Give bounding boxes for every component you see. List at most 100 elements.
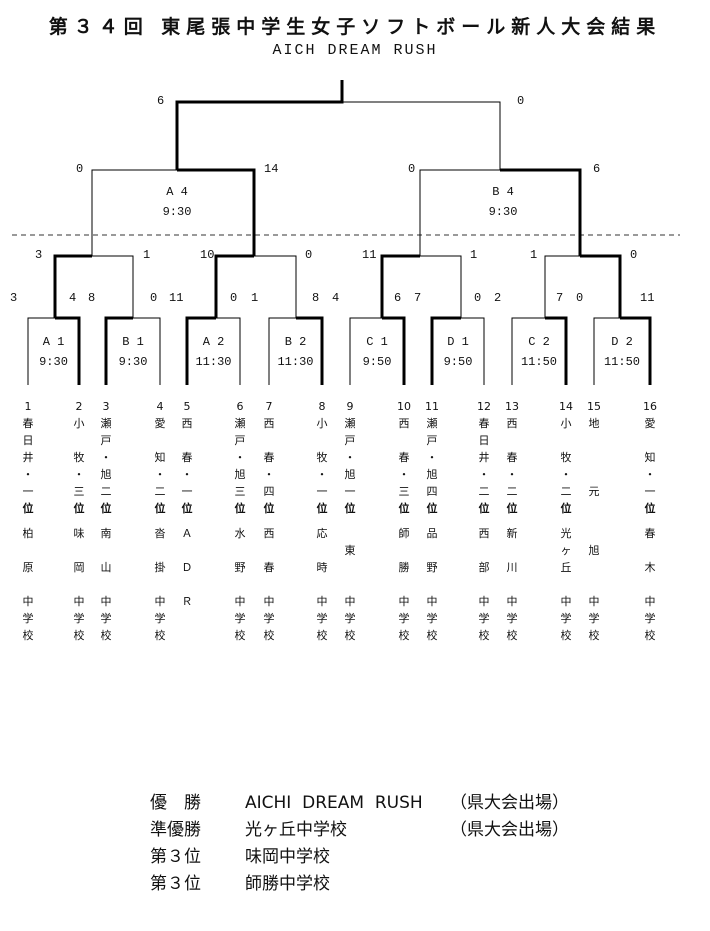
r1-match-label-3: A 2 11:30 — [195, 335, 232, 369]
team-school-char: 中 — [100, 595, 112, 608]
team-school-char: 川 — [506, 561, 518, 574]
team-city-char: 井 — [22, 451, 34, 464]
team-school-char: 応 — [316, 527, 328, 540]
team-city-char: 春 — [181, 451, 193, 464]
team-school-char — [229, 542, 251, 559]
team-city-char: 一 — [316, 485, 328, 498]
team-city-char: 四 — [426, 485, 438, 498]
team-school-char — [258, 542, 280, 559]
result-note: （県大会出場） — [450, 820, 569, 840]
team-city-char: 瀬 — [234, 417, 246, 430]
team-school-char — [421, 576, 443, 593]
team-school-char: 学 — [22, 612, 34, 625]
team-city-char: 二 — [560, 485, 572, 498]
team-city-char: 二 — [154, 485, 166, 498]
r1-left-score-7: 2 — [494, 291, 502, 305]
team-school-char — [17, 542, 39, 559]
team-school-char: 学 — [100, 612, 112, 625]
team-city-char: 春 — [478, 417, 490, 430]
semi-right-win — [500, 168, 582, 256]
r1-right-score-8: 11 — [640, 291, 655, 305]
semi1-label: A 4 9:30 — [162, 185, 192, 219]
semi1-left-score: 0 — [76, 162, 84, 176]
team-school-char: 沓 — [154, 527, 166, 540]
page-title: 第３４回 東尾張中学生女子ソフトボール新人大会結果 — [48, 16, 662, 38]
team-city-char: 二 — [100, 485, 112, 498]
final-right-line — [342, 101, 501, 170]
semi2-right-score: 6 — [593, 162, 601, 176]
result-team: 師勝中学校 — [245, 874, 330, 894]
team-city-char — [583, 466, 605, 483]
result-place: 第３位 — [150, 874, 201, 894]
result-row: 準優勝光ヶ丘中学校（県大会出場） — [150, 817, 569, 844]
r2-left-score-3: 11 — [362, 248, 377, 262]
team-school-char — [95, 542, 117, 559]
r2-1-line — [54, 255, 134, 318]
team-school-char: 丘 — [560, 561, 572, 574]
team-city-char — [311, 432, 333, 449]
team-school-char — [583, 559, 605, 576]
team-school-char: 校 — [154, 629, 166, 642]
team-city-char — [393, 432, 415, 449]
team-school-char: 校 — [560, 629, 572, 642]
team-city-char: 日 — [22, 434, 34, 447]
team-city-char: ・ — [234, 451, 246, 464]
r2-1-win — [53, 254, 92, 318]
team-school-char: 部 — [478, 561, 490, 574]
team-school-char — [95, 576, 117, 593]
team-city-char: 旭 — [426, 468, 438, 481]
team-number: 5 — [183, 400, 191, 413]
team-school-char: 学 — [154, 612, 166, 625]
r1-right-score-3: 0 — [230, 291, 238, 305]
team-city-char: 春 — [398, 451, 410, 464]
r1-match-label-1: A 1 9:30 — [39, 335, 68, 369]
team-school-char: 校 — [316, 629, 328, 642]
team-number: 13 — [505, 400, 519, 413]
team-school-char: 味 — [73, 527, 85, 540]
team-school-char: 校 — [478, 629, 490, 642]
r1-match-label-6: D 1 9:50 — [443, 335, 473, 369]
team-school-char — [229, 576, 251, 593]
team-school-char: 校 — [100, 629, 112, 642]
r1-match-label-7: C 2 11:50 — [520, 335, 557, 369]
team-school-char: 学 — [234, 612, 246, 625]
team-rank: 位 — [181, 502, 193, 515]
r1-win-5 — [382, 316, 406, 385]
team-school-char — [311, 542, 333, 559]
team-rank: 位 — [73, 502, 85, 515]
team-city-char: 春 — [263, 451, 275, 464]
team-city-char: 牧 — [73, 451, 85, 464]
team-city-char: 一 — [181, 485, 193, 498]
team-school-char — [339, 576, 361, 593]
team-city-char — [258, 432, 280, 449]
team-number: 3 — [102, 400, 110, 413]
team-school-char: 光 — [560, 527, 572, 540]
r2-left-score-1: 3 — [35, 248, 43, 262]
team-city-char — [68, 432, 90, 449]
result-place: 第３位 — [150, 847, 201, 867]
r2-right-score-1: 1 — [143, 248, 151, 262]
team-number: 15 — [587, 400, 601, 413]
team-school-char — [176, 610, 198, 627]
result-row: 第３位 師勝中学校 — [150, 871, 569, 898]
team-school-char: 中 — [560, 595, 572, 608]
team-city-char — [555, 432, 577, 449]
team-number: 9 — [346, 400, 354, 413]
r1-win-6 — [430, 316, 461, 385]
team-school-char — [176, 627, 198, 644]
team-number: 11 — [425, 400, 439, 413]
team-school-char: 中 — [644, 595, 656, 608]
team-city-char: 四 — [263, 485, 275, 498]
team-school-char: Ｒ — [181, 595, 193, 608]
team-rank: 位 — [234, 502, 246, 515]
team-city-char: 地 — [588, 417, 600, 430]
final-top-line — [175, 80, 344, 170]
team-city-char: ・ — [398, 468, 410, 481]
team-city-char: 三 — [398, 485, 410, 498]
team-city-char — [176, 432, 198, 449]
